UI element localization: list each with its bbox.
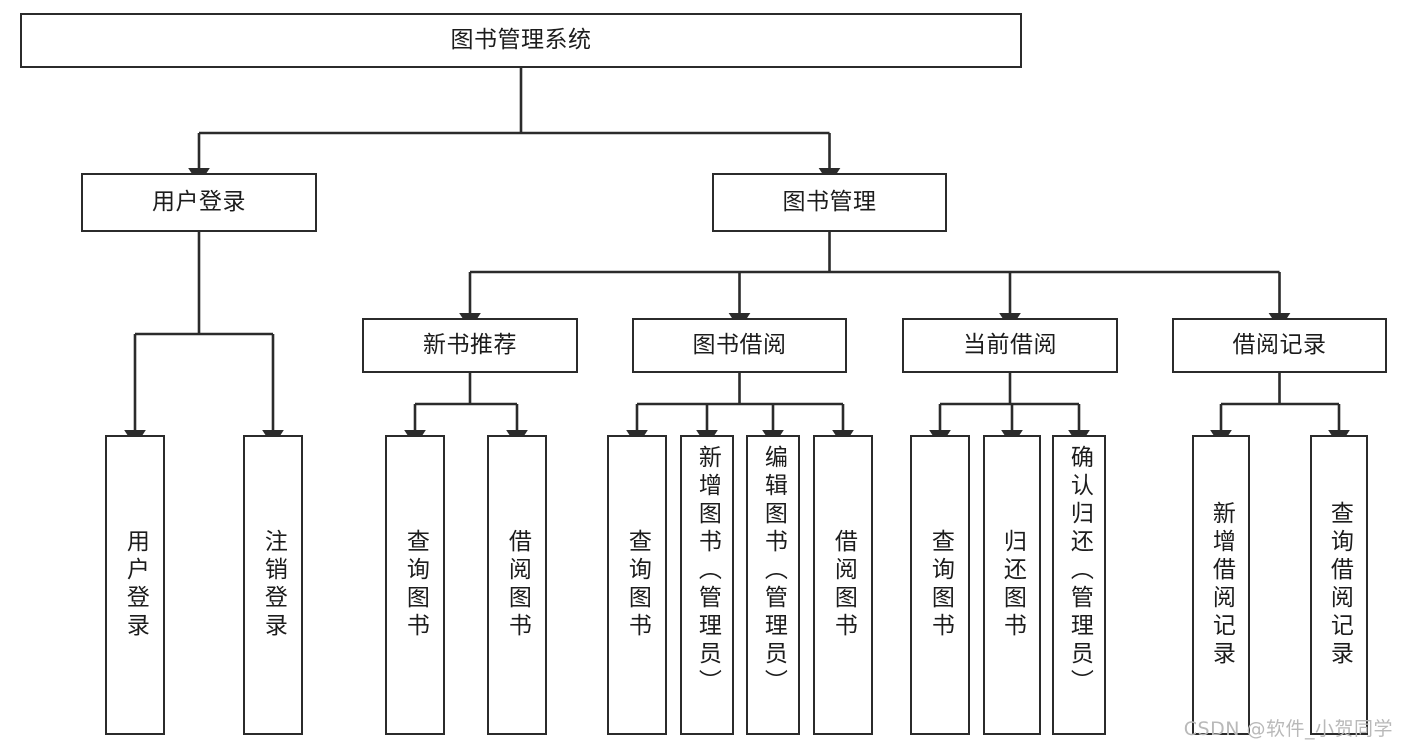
node-new-book-recommend-label: 新书推荐: [423, 332, 517, 359]
node-leaf-borrow-book-label: 借阅图书: [830, 529, 857, 641]
node-leaf-query-book-rec-label: 查询图书: [402, 529, 429, 641]
node-leaf-logout[interactable]: 注销登录: [243, 435, 303, 735]
node-leaf-confirm-return-admin[interactable]: 确认归还（管理员）: [1052, 435, 1106, 735]
node-leaf-user-login[interactable]: 用户登录: [105, 435, 165, 735]
node-book-borrow[interactable]: 图书借阅: [632, 318, 847, 373]
watermark-credit: CSDN @软件_小贺同学: [1183, 718, 1393, 740]
node-book-manage[interactable]: 图书管理: [712, 173, 947, 232]
node-user-login[interactable]: 用户登录: [81, 173, 317, 232]
node-leaf-logout-label: 注销登录: [260, 529, 287, 641]
node-current-borrow[interactable]: 当前借阅: [902, 318, 1118, 373]
node-user-login-label: 用户登录: [152, 189, 246, 216]
node-leaf-query-borrow-record[interactable]: 查询借阅记录: [1310, 435, 1368, 735]
node-leaf-query-book-rec[interactable]: 查询图书: [385, 435, 445, 735]
node-borrow-record-label: 借阅记录: [1232, 332, 1327, 359]
node-leaf-return-book[interactable]: 归还图书: [983, 435, 1041, 735]
node-new-book-recommend[interactable]: 新书推荐: [362, 318, 578, 373]
node-leaf-add-book-admin-label: 新增图书（管理员）: [694, 445, 721, 697]
node-leaf-borrow-book-rec[interactable]: 借阅图书: [487, 435, 547, 735]
node-leaf-add-book-admin[interactable]: 新增图书（管理员）: [680, 435, 734, 735]
node-leaf-query-book-borrow-label: 查询图书: [624, 529, 651, 641]
node-root-label: 图书管理系统: [450, 27, 592, 54]
node-leaf-query-book-cur[interactable]: 查询图书: [910, 435, 970, 735]
node-leaf-return-book-label: 归还图书: [999, 529, 1026, 641]
node-borrow-record[interactable]: 借阅记录: [1172, 318, 1387, 373]
node-book-manage-label: 图书管理: [782, 189, 877, 216]
node-leaf-confirm-return-admin-label: 确认归还（管理员）: [1066, 445, 1093, 697]
node-leaf-user-login-label: 用户登录: [122, 529, 149, 641]
node-leaf-query-book-borrow[interactable]: 查询图书: [607, 435, 667, 735]
node-leaf-query-borrow-record-label: 查询借阅记录: [1326, 501, 1353, 669]
node-leaf-query-book-cur-label: 查询图书: [927, 529, 954, 641]
node-leaf-add-borrow-record-label: 新增借阅记录: [1208, 501, 1235, 669]
node-leaf-borrow-book[interactable]: 借阅图书: [813, 435, 873, 735]
node-book-borrow-label: 图书借阅: [692, 332, 787, 359]
node-current-borrow-label: 当前借阅: [963, 332, 1057, 359]
node-leaf-add-borrow-record[interactable]: 新增借阅记录: [1192, 435, 1250, 735]
node-root[interactable]: 图书管理系统: [20, 13, 1022, 68]
node-leaf-borrow-book-rec-label: 借阅图书: [504, 529, 531, 641]
node-leaf-edit-book-admin-label: 编辑图书（管理员）: [760, 445, 787, 697]
node-leaf-edit-book-admin[interactable]: 编辑图书（管理员）: [746, 435, 800, 735]
